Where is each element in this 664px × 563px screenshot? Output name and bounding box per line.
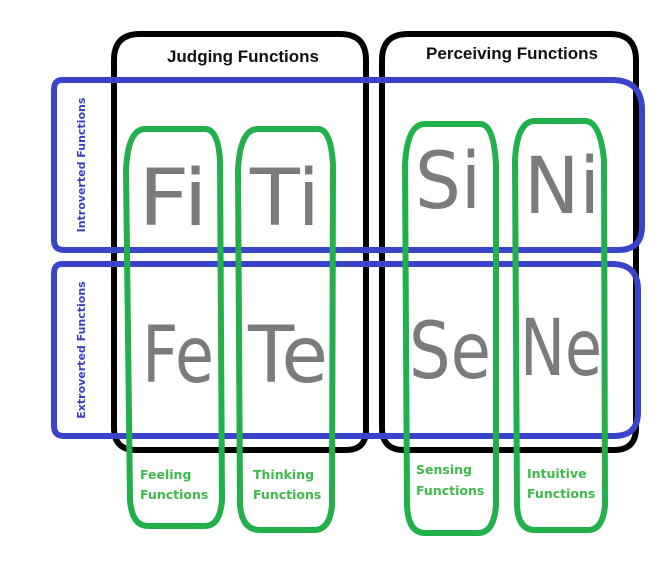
feeling-column-box: [122, 126, 226, 529]
si-cell: Si: [415, 137, 481, 227]
extroverted-row-box: [51, 261, 641, 439]
thinking-label-line2: Functions: [253, 487, 321, 502]
ti-cell: Ti: [249, 154, 320, 244]
thinking-column-box: [234, 126, 337, 533]
intuitive-label-line2: Functions: [527, 486, 595, 501]
perceiving-functions-title: Perceiving Functions: [426, 44, 598, 63]
judging-functions-title: Judging Functions: [167, 47, 319, 66]
extroverted-functions-label: Extroverted Functions: [75, 281, 88, 419]
sensing-column-box: [401, 121, 499, 536]
sensing-label-line2: Functions: [416, 483, 484, 498]
fe-cell: Fe: [142, 311, 214, 401]
perceiving-group-box: [379, 31, 639, 453]
sensing-label-line1: Sensing: [416, 462, 472, 477]
thinking-label-line1: Thinking: [253, 467, 314, 482]
intuitive-label-line1: Intuitive: [527, 466, 587, 481]
feeling-label-line2: Functions: [140, 487, 208, 502]
introverted-functions-label: Introverted Functions: [75, 97, 88, 232]
judging-group-box: [111, 31, 369, 453]
ni-cell: Ni: [524, 142, 600, 232]
intuitive-column-box: [511, 118, 609, 533]
fi-cell: Fi: [138, 154, 208, 244]
introverted-row-box: [51, 77, 645, 253]
feeling-label-line1: Feeling: [140, 467, 191, 482]
se-cell: Se: [409, 307, 491, 397]
te-cell: Te: [247, 311, 328, 401]
ne-cell: Ne: [520, 304, 602, 394]
